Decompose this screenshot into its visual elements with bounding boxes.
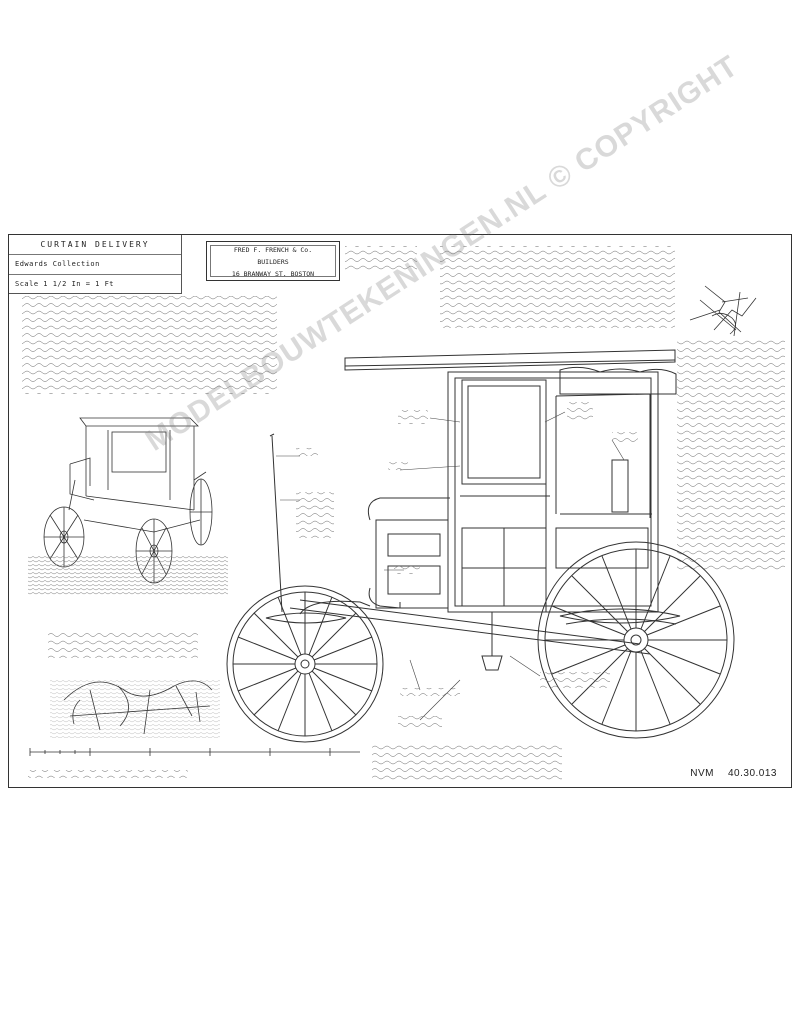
bottom-left-credit (28, 770, 188, 778)
top-right-notes (440, 246, 675, 328)
scale-bar (29, 748, 360, 756)
right-margin-notes (677, 340, 785, 572)
maker-plate: FRED F. FRENCH & Co. BUILDERS 16 BRANWAY… (206, 241, 340, 281)
drawing-title: CURTAIN DELIVERY (9, 235, 181, 255)
callout-labels (296, 402, 638, 730)
step (368, 587, 401, 609)
rear-wheel (537, 541, 735, 739)
collection-label: Edwards Collection (9, 255, 181, 275)
front-wheel (226, 585, 384, 743)
perspective-sketch (28, 417, 228, 595)
catalog-number: NVM 40.30.013 (690, 768, 777, 779)
top-center-note (345, 246, 417, 272)
chassis-sketch (50, 680, 220, 738)
joint-detail-sketch (689, 285, 757, 337)
rear-spring (559, 608, 681, 624)
history-notes (22, 296, 277, 394)
sketch-caption (48, 630, 198, 658)
whip-socket (271, 435, 283, 613)
body-frame (447, 371, 659, 613)
side-elevation (265, 349, 681, 671)
title-block: CURTAIN DELIVERY Edwards Collection Scal… (9, 235, 182, 294)
catalog-id: 40.30.013 (728, 768, 777, 779)
front-spring (265, 612, 347, 624)
dashboard (367, 497, 450, 521)
bottom-center-notes (372, 744, 562, 782)
catalog-prefix: NVM (690, 768, 714, 779)
roof (344, 349, 676, 371)
reach (299, 599, 641, 645)
curtain-roll (559, 366, 677, 395)
front-window (461, 379, 547, 485)
scale-label: Scale 1 1/2 In = 1 Ft (15, 280, 115, 288)
seat-back (611, 459, 629, 513)
